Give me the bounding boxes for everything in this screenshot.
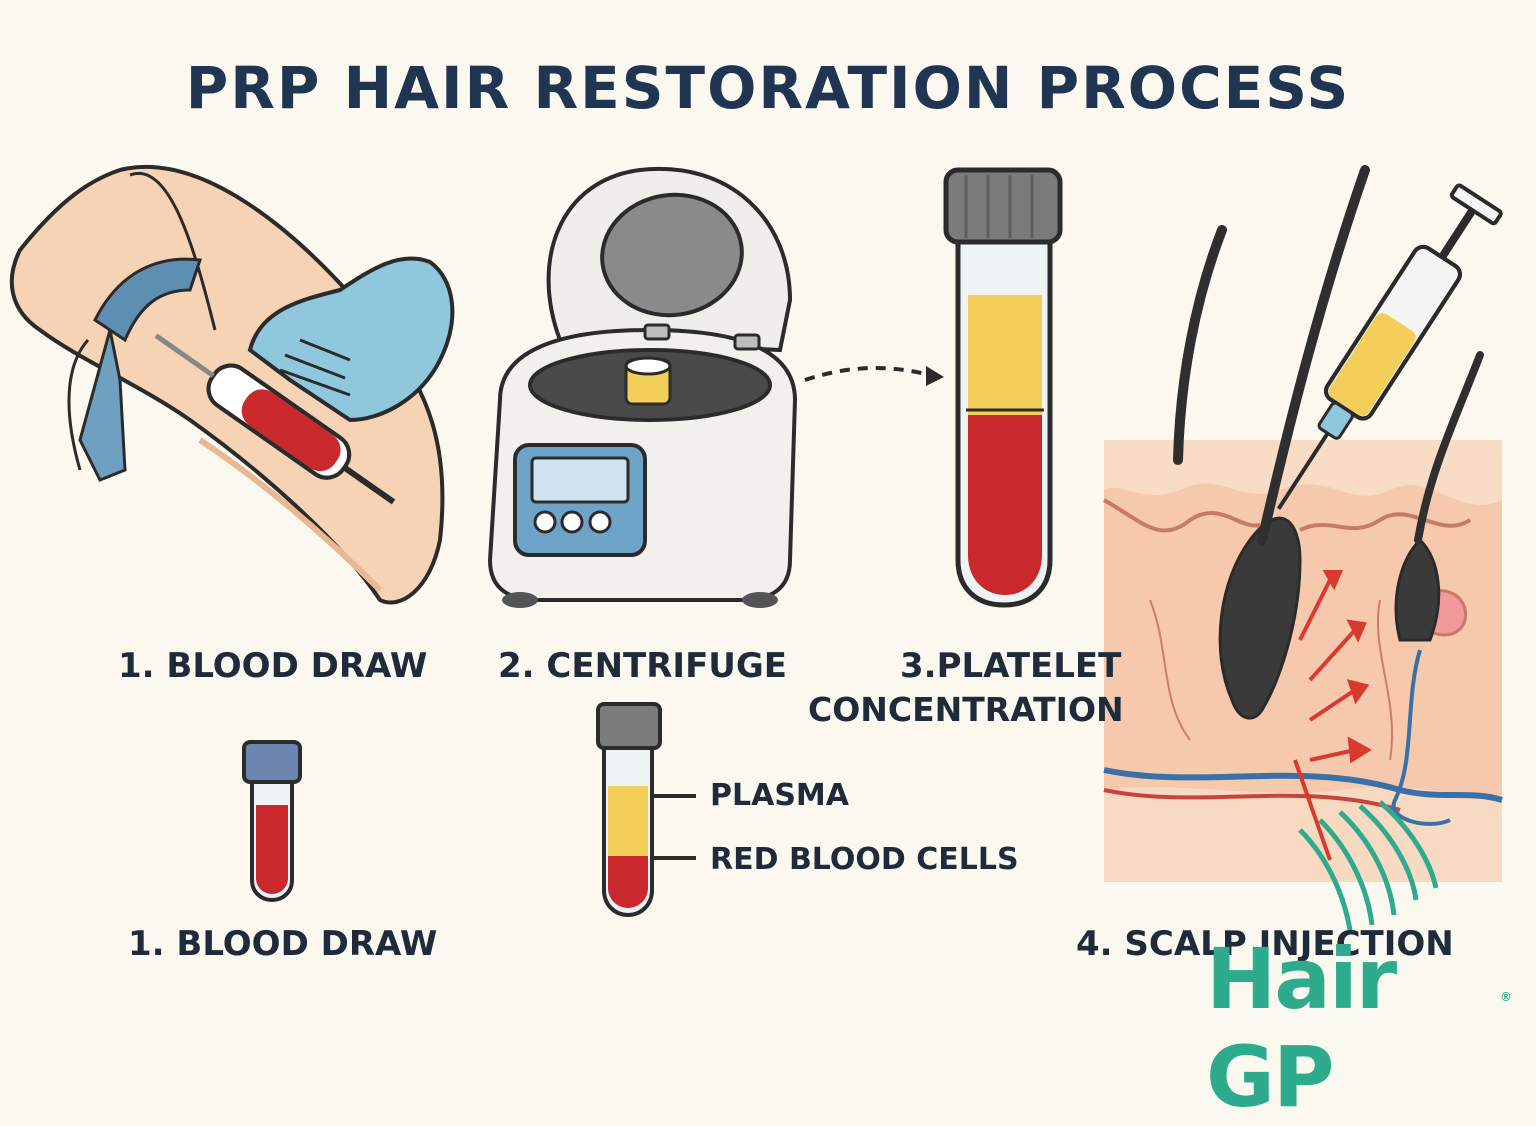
step-1-label-repeat: 1. BLOOD DRAW <box>128 924 438 964</box>
arm-blood-draw-illustration <box>9 164 455 605</box>
dashed-arrow-icon <box>804 366 944 386</box>
page-title: PRP HAIR RESTORATION PROCESS <box>185 54 1351 122</box>
small-blood-tube-illustration <box>242 740 302 903</box>
scalp-cross-section-illustration <box>1103 165 1503 882</box>
hair-gp-logo: Hair GP <box>1206 930 1397 1126</box>
illustration <box>9 164 1503 931</box>
step-1-label: 1. BLOOD DRAW <box>118 646 428 686</box>
step-4-label: 4. SCALP INJECTION <box>1076 924 1454 964</box>
plasma-label: PLASMA <box>710 778 849 813</box>
registered-mark: ® <box>1500 990 1512 1004</box>
centrifuge-illustration <box>487 166 798 608</box>
platelet-tube-illustration <box>943 167 1063 608</box>
separated-blood-tube-illustration <box>596 702 696 918</box>
step-3-label-line1: 3.PLATELET <box>900 646 1122 686</box>
red-blood-cells-label: RED BLOOD CELLS <box>710 842 1019 877</box>
step-2-label: 2. CENTRIFUGE <box>498 646 788 686</box>
hair-gp-logo-mark <box>1298 800 1439 931</box>
syringe-illustration <box>1276 183 1503 510</box>
step-3-label-line2: CONCENTRATION <box>808 690 1124 729</box>
